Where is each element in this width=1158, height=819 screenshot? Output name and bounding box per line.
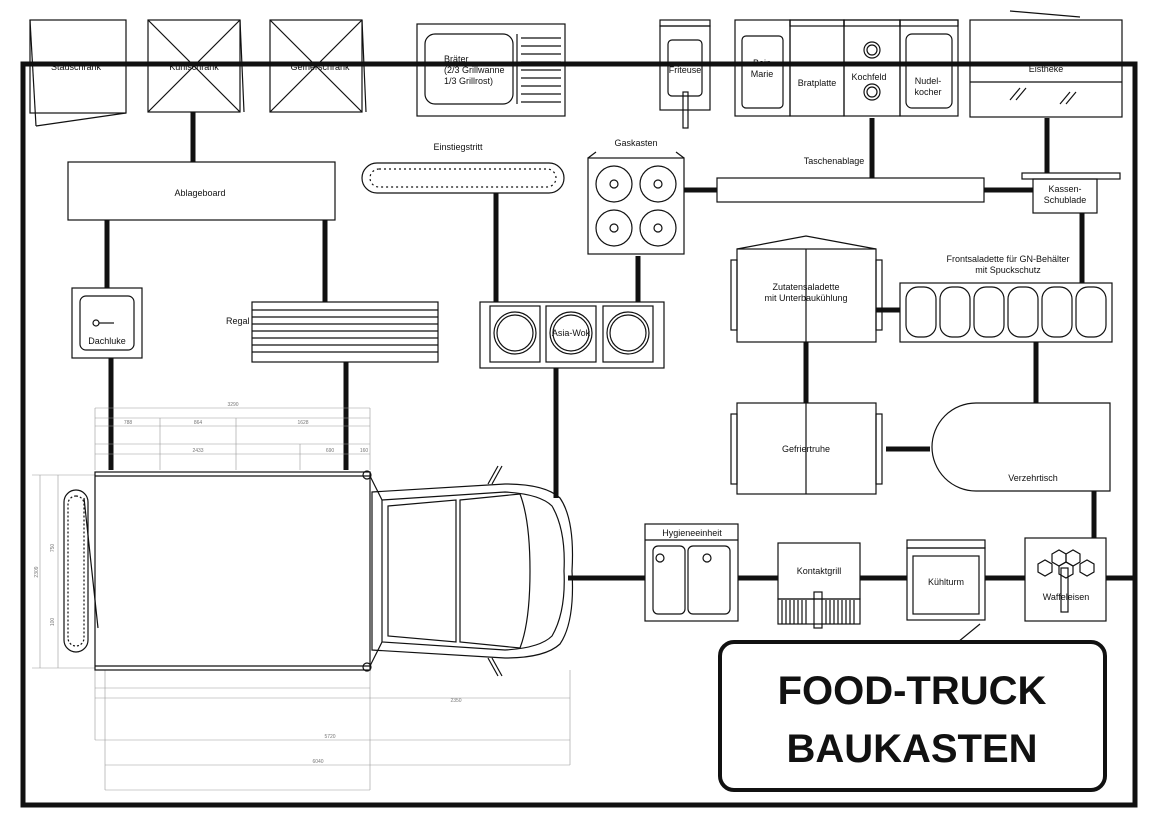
dim-top-b: 864 (194, 420, 203, 426)
einstiegstritt-module[interactable]: Einstiegstritt (361, 142, 565, 194)
gefriertruhe-label: Gefriertruhe (782, 444, 830, 454)
dim-top-total: 3290 (227, 402, 238, 408)
bratplatte-module[interactable]: Bratplatte (789, 19, 845, 117)
stauschrank-label: Stauschrank (51, 62, 102, 72)
dim-bottom-b: 5720 (324, 734, 335, 740)
eistheke-module[interactable]: Eistheke (969, 10, 1123, 118)
verzehrtisch-module[interactable]: Verzehrtisch (931, 402, 1111, 492)
dachluke-label: Dachluke (88, 336, 126, 346)
title-line1: FOOD-TRUCK (778, 669, 1047, 713)
stauschrank-module[interactable]: Stauschrank (29, 19, 127, 127)
bratplatte-label: Bratplatte (798, 78, 837, 88)
dim-mid-b: 690 (326, 448, 335, 454)
dim-mid-c: 160 (360, 448, 369, 454)
kuehlschrank-label: Kühlschrank (169, 62, 219, 72)
kontaktgrill-ridges (781, 600, 855, 624)
hygieneeinheit-label: Hygieneeinheit (662, 528, 722, 538)
friteuse-label: Friteuse (669, 65, 702, 75)
braeter-label-line2: (2/3 Grillwanne (444, 65, 505, 75)
kochfeld-module[interactable]: Kochfeld (843, 19, 901, 117)
zutatensaladette-module[interactable]: Zutatensaladette mit Unterbaukühlung (730, 235, 883, 343)
braeter-label: Bräter (444, 54, 469, 64)
gaskasten-module[interactable]: Gaskasten (587, 138, 685, 255)
dim-left-a: 750 (50, 544, 56, 553)
kuehlturm-module[interactable]: Kühlturm (906, 539, 986, 621)
frontsaladette-module[interactable]: Frontsaladette für GN-Behälter mit Spuck… (899, 254, 1113, 343)
bain-marie-label-line2: Marie (751, 69, 774, 79)
kuehlschrank-module[interactable]: Kühlschrank (147, 19, 245, 113)
bain-marie-module[interactable]: Bain Marie (734, 19, 791, 117)
bain-marie-label: Bain (753, 58, 771, 68)
hygieneeinheit-module[interactable]: Hygieneeinheit (644, 523, 739, 622)
gaskasten-label: Gaskasten (614, 138, 657, 148)
gefrierschrank-label: Gefrierschrank (290, 62, 350, 72)
dim-left-b: 100 (50, 618, 56, 627)
kassen-schublade-module[interactable]: Kassen- Schublade (1021, 172, 1121, 214)
eistheke-label: Eistheke (1029, 64, 1064, 74)
kontaktgrill-label: Kontaktgrill (797, 566, 842, 576)
ablageboard-module[interactable]: Ablageboard (67, 161, 336, 221)
taschenablage-module[interactable]: Taschenablage (716, 156, 985, 203)
asia-wok-module[interactable]: Asia-Wok (479, 301, 665, 369)
dim-bottom-c: 6040 (312, 759, 323, 765)
kuehlturm-label: Kühlturm (928, 577, 964, 587)
gefriertruhe-module[interactable]: Gefriertruhe (730, 402, 883, 495)
kassen-schublade-label-line2: Schublade (1044, 195, 1087, 205)
dim-top-a: 788 (124, 420, 133, 426)
outer-frame (20, 61, 1138, 808)
dachluke-module[interactable]: Dachluke (71, 287, 143, 359)
truck-outline[interactable] (63, 465, 574, 677)
waffeleisen-hexagons (1037, 549, 1095, 579)
ablageboard-label: Ablageboard (174, 188, 225, 198)
connector-lines (104, 112, 1135, 581)
dim-mid-a: 2433 (192, 448, 203, 454)
nudelkocher-label-line2: kocher (914, 87, 941, 97)
friteuse-module[interactable]: Friteuse (659, 19, 711, 129)
dim-bottom-a: 2350 (450, 698, 461, 704)
waffeleisen-module[interactable]: Waffeleisen (1024, 537, 1107, 622)
zutatensaladette-label: Zutatensaladette (772, 282, 839, 292)
einstiegstritt-label: Einstiegstritt (433, 142, 483, 152)
gefrierschrank-module[interactable]: Gefrierschrank (269, 19, 367, 113)
waffeleisen-label: Waffeleisen (1043, 592, 1090, 602)
regal-label: Regal (226, 316, 250, 326)
title-box: FOOD-TRUCK BAUKASTEN (718, 623, 1107, 792)
truck-dimension-lines (32, 407, 571, 791)
kontaktgrill-module[interactable]: Kontaktgrill (777, 542, 861, 629)
frontsaladette-label: Frontsaladette für GN-Behälter (946, 254, 1069, 264)
asia-wok-label: Asia-Wok (552, 328, 591, 338)
braeter-label-line3: 1/3 Grillrost) (444, 76, 493, 86)
frontsaladette-label-line2: mit Spuckschutz (975, 265, 1041, 275)
nudelkocher-label: Nudel- (915, 76, 942, 86)
kassen-schublade-label: Kassen- (1048, 184, 1081, 194)
dim-left-total: 2309 (34, 566, 40, 577)
regal-module[interactable]: Regal (226, 301, 439, 363)
zutatensaladette-label-line2: mit Unterbaukühlung (764, 293, 847, 303)
verzehrtisch-label: Verzehrtisch (1008, 473, 1058, 483)
kochfeld-label: Kochfeld (851, 72, 886, 82)
dim-top-c: 1628 (297, 420, 308, 426)
grillrost-lines (521, 37, 561, 103)
nudelkocher-module[interactable]: Nudel- kocher (899, 19, 959, 117)
title-line2: BAUKASTEN (786, 727, 1037, 771)
truck-dimension-labels: 3290 788 864 1628 2433 690 160 2309 750 … (34, 402, 462, 765)
braeter-module[interactable]: Bräter (2/3 Grillwanne 1/3 Grillrost) (416, 23, 566, 117)
taschenablage-label: Taschenablage (804, 156, 865, 166)
